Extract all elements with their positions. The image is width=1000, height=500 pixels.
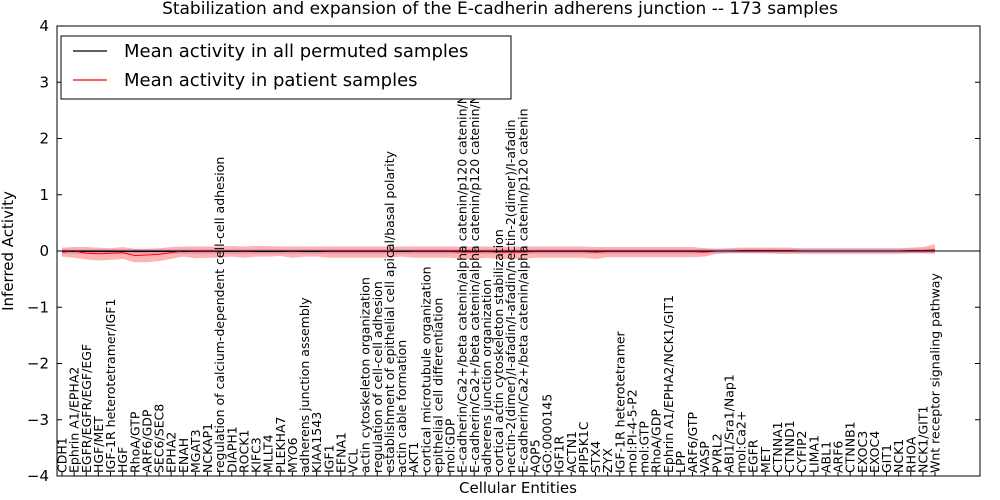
x-category-label: ARF6/GTP [685,412,700,473]
y-tick-label: 2 [39,130,49,148]
x-category-label: GO:0000145 [540,394,555,473]
x-category-label: ROCK1 [236,430,251,473]
x-category-label: EGFR [746,439,761,473]
x-category-label: HGF/MET [91,416,106,473]
x-category-label: PLEKHA7 [273,416,288,473]
x-category-label: regulation of calcium-dependent cell-cel… [212,157,227,473]
x-category-label: adherens junction organization [479,279,494,473]
x-category-label: E-cadherin/Ca2+/beta catenin/alpha caten… [455,95,470,473]
x-category-label: Ephrin A1/EPHA2/NCK1/GIT1 [661,295,676,473]
x-category-label: cortical actin cytoskeleton stabilizatio… [491,229,506,473]
x-category-label: actin cytoskeleton organization [358,277,373,473]
x-category-label: ARF6/GDP [139,409,154,473]
x-category-label: NCKAP1 [200,423,215,473]
x-category-label: IGF-1R heterotetramer [612,330,627,473]
x-category-label: HGF [115,447,130,473]
x-category-label: VASP [697,441,712,473]
y-tick-label: 3 [39,73,49,91]
x-category-label: EGFR/EGFR/EGF/EGF [79,344,94,473]
x-category-label: LIMA1 [806,435,821,473]
x-category-label: PVRL2 [709,433,724,473]
x-category-label: establishment of epithelial cell apical/… [382,150,397,473]
y-tick-label: 1 [39,186,49,204]
x-category-label: EXOC3 [855,431,870,473]
x-axis-label: Cellular Entities [459,479,577,497]
x-category-label: CTNNA1 [770,421,785,473]
x-category-label: CTNND1 [782,420,797,473]
x-category-label: ARF6 [831,441,846,473]
x-category-label: regulation of cell-cell adhesion [370,281,385,473]
x-category-label: KIFC3 [249,437,264,473]
x-category-label: epithelial cell differentiation [430,298,445,473]
series-line-1 [61,249,936,257]
y-tick-label: −4 [27,467,49,485]
x-category-label: RhoA/GDP [649,409,664,473]
x-category-label: CDH1 [55,437,70,473]
x-category-label: nectin-2(dimer)/I-afadin/I-afadin/nectin… [503,120,518,473]
legend-label-permuted: Mean activity in all permuted samples [124,41,468,62]
x-category-label: MET [758,446,773,473]
x-category-label: GIT1 [879,444,894,473]
x-category-label: PIP5K1C [576,421,591,473]
y-tick-label: −2 [27,355,49,373]
chart-title: Stabilization and expansion of the E-cad… [162,0,838,19]
x-category-label: CYFIP2 [794,430,809,473]
x-category-label: mol:PI-4-5-P2 [624,389,639,473]
legend-label-patient: Mean activity in patient samples [124,70,418,91]
x-category-label: NCK1/GIT1 [915,406,930,473]
x-category-label: SEC6/SEC8 [152,404,167,473]
x-category-label: ABI1/Sra1/Nap1 [721,374,736,473]
x-category-label: ABL1 [818,441,833,473]
x-category-label: ACTN1 [564,431,579,473]
y-tick-label: 0 [39,242,49,260]
x-category-label: AKT1 [406,442,421,473]
y-tick-label: −3 [27,411,49,429]
y-tick-label: −1 [27,298,49,316]
x-category-label: E-cadherin/Ca2+/beta catenin/alpha caten… [467,95,482,473]
x-category-label: CTNNB1 [843,421,858,473]
x-category-label: ENAH [176,438,191,473]
x-category-label: Ephrin A1/EPHA2 [67,367,82,473]
x-category-label: STX4 [588,441,603,473]
x-category-label: NCK1 [891,439,906,473]
x-category-label: actin cable formation [394,340,409,473]
y-axis-label: Inferred Activity [0,191,17,311]
x-category-label: MYO6 [285,437,300,473]
x-category-label: LPP [673,450,688,473]
x-category-label: E-cadherin/Ca2+/beta catenin/alpha caten… [515,108,530,473]
x-category-label: VCL [346,449,361,473]
x-category-label: Wnt receptor signaling pathway [928,273,943,473]
x-category-label: EPHA2 [164,432,179,473]
x-category-label: AQP5 [527,439,542,473]
x-category-label: MGAT3 [188,429,203,473]
x-category-label: MLLT4 [261,434,276,473]
x-category-label: mol:GTP [637,421,652,473]
x-category-label: ZYX [600,448,615,473]
x-category-label: cortical microtubule organization [418,266,433,473]
x-category-label: adherens junction assembly [297,297,312,473]
legend: Mean activity in all permuted samples Me… [60,35,512,100]
legend-box [60,35,512,100]
x-category-label: IGF1R [552,435,567,473]
y-tick-label: 4 [39,17,49,35]
x-category-label: RHOA [903,436,918,473]
x-category-label: mol:GDP [443,418,458,473]
x-category-label: IGF-1R heterotetramer/IGF1 [103,299,118,473]
plot-frame [56,25,981,477]
x-category-label: IGF1 [321,444,336,473]
x-category-label: RhoA/GTP [127,411,142,473]
x-category-label: mol:Ca2+ [734,411,749,473]
x-category-label: EFNA1 [333,432,348,473]
confidence-band-1 [62,244,935,263]
x-category-label: EXOC4 [867,431,882,473]
x-category-label: DIAPH1 [224,426,239,473]
x-category-label: KIAA1543 [309,412,324,473]
